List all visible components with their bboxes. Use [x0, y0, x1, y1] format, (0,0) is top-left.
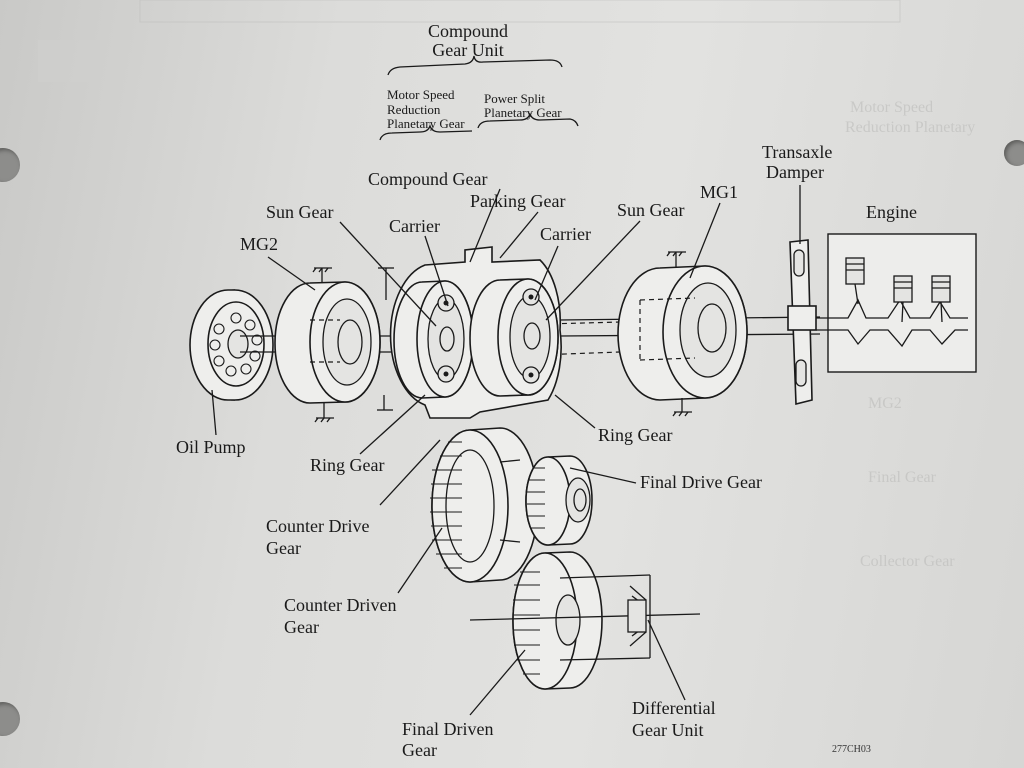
label-transaxle-line1: Transaxle — [762, 142, 832, 162]
leader-lines — [211, 185, 801, 716]
label-counter-driven-line2: Gear — [284, 617, 319, 637]
label-mg2: MG2 — [240, 234, 278, 254]
label-ring-gear-left: Ring Gear — [310, 455, 384, 475]
sub-left-line2: Reduction — [387, 102, 441, 117]
label-differential-line2: Gear Unit — [632, 720, 703, 740]
reduction-planetary-gear — [393, 280, 474, 399]
header-title-line2: Gear Unit — [432, 40, 503, 60]
counter-drive-gear-teeth — [430, 441, 462, 569]
label-differential-line1: Differential — [632, 698, 716, 718]
differential-gear-unit — [469, 574, 701, 661]
power-split-planetary-gear — [469, 278, 559, 397]
mg1-ground-symbol-bottom — [672, 398, 692, 417]
label-carrier-right: Carrier — [540, 224, 591, 244]
label-carrier-left: Carrier — [389, 216, 440, 236]
mg2-motor — [274, 267, 381, 423]
mg2-ground-symbol-bottom — [314, 403, 334, 423]
svg-text:Collector Gear: Collector Gear — [860, 553, 955, 570]
label-final-driven-line2: Gear — [402, 740, 437, 760]
engine — [816, 233, 977, 373]
final-drive-gear-teeth — [527, 467, 545, 529]
transaxle-damper — [787, 239, 817, 406]
compound-gear-ground-symbol — [377, 267, 394, 411]
label-compound-gear: Compound Gear — [368, 169, 487, 189]
label-counter-drive-line1: Counter Drive — [266, 516, 369, 536]
sub-right-line2: Planetary Gear — [484, 105, 562, 120]
label-parking-gear: Parking Gear — [470, 191, 565, 211]
final-driven-gear — [512, 551, 603, 690]
label-final-drive-gear: Final Drive Gear — [640, 472, 762, 492]
counter-drive-gear — [430, 427, 539, 583]
label-mg1: MG1 — [700, 182, 738, 202]
label-counter-drive-line2: Gear — [266, 538, 301, 558]
label-final-driven-line1: Final Driven — [402, 719, 494, 739]
sub-right-line1: Power Split — [484, 91, 545, 106]
oil-pump — [189, 289, 274, 401]
label-ring-gear-right: Ring Gear — [598, 425, 672, 445]
sub-left-line3: Planetary Gear — [387, 116, 465, 131]
label-oil-pump: Oil Pump — [176, 437, 246, 457]
mg1-motor — [617, 251, 748, 417]
final-drive-gear — [499, 455, 593, 546]
figure-id: 277CH03 — [832, 744, 871, 755]
engine-piston-3 — [931, 275, 951, 323]
final-driven-gear-teeth — [513, 571, 540, 675]
compound-gear-unit-header — [379, 55, 579, 141]
labels: Compound Gear Unit Motor Speed Reduction… — [176, 21, 917, 760]
mg2-ground-symbol-top — [312, 267, 332, 283]
bleed-through-text: Motor Speed Reduction Planetary MG2 Fina… — [38, 0, 975, 570]
mg1-ground-symbol-top — [666, 251, 686, 267]
binder-hole-top — [0, 148, 20, 182]
oil-pump-gear-teeth — [209, 312, 263, 377]
svg-text:MG2: MG2 — [868, 395, 902, 412]
header-title-line1: Compound — [428, 21, 508, 41]
label-sun-gear-left: Sun Gear — [266, 202, 333, 222]
svg-text:Final Gear: Final Gear — [868, 469, 937, 486]
label-engine: Engine — [866, 202, 917, 222]
sub-left-line1: Motor Speed — [387, 87, 455, 102]
binder-hole-right — [1004, 140, 1024, 166]
label-sun-gear-right: Sun Gear — [617, 200, 684, 220]
svg-text:Reduction Planetary: Reduction Planetary — [845, 119, 975, 136]
engine-piston-2 — [893, 275, 913, 323]
svg-text:Motor Speed: Motor Speed — [850, 99, 933, 116]
label-transaxle-line2: Damper — [766, 162, 824, 182]
engine-piston-1 — [845, 257, 865, 305]
binder-hole-bottom — [0, 702, 20, 736]
label-counter-driven-line1: Counter Driven — [284, 595, 396, 615]
